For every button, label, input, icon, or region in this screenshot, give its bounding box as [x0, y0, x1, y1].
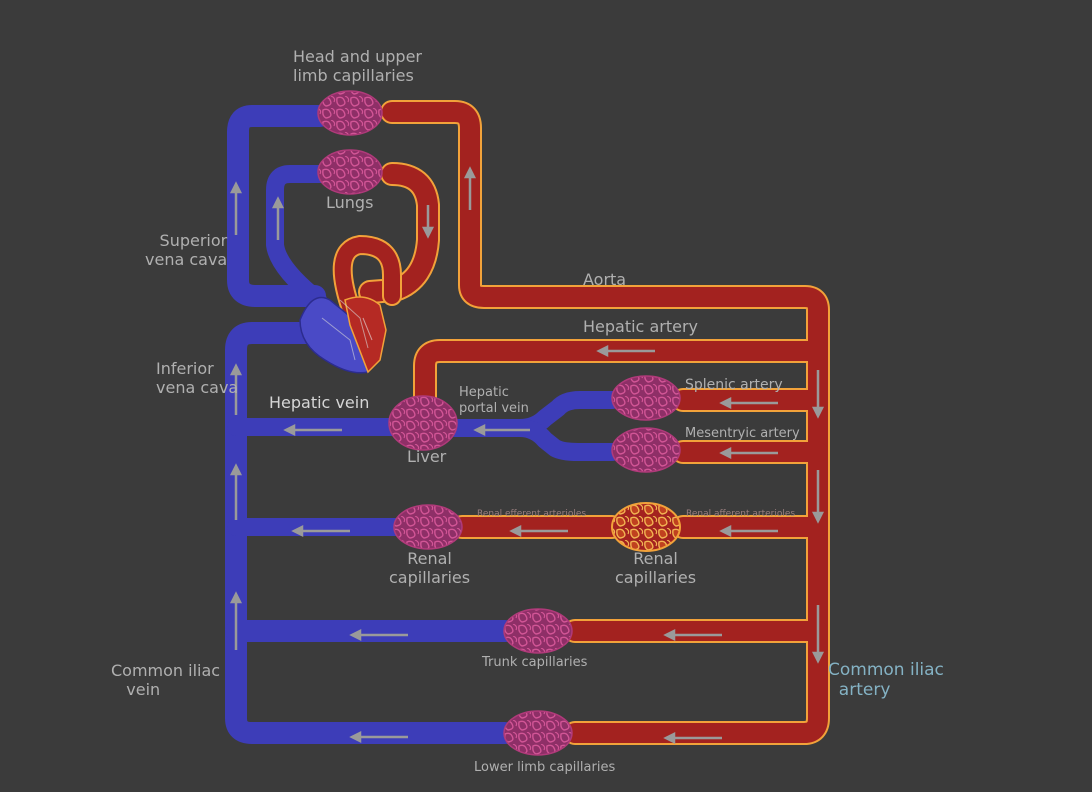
arrow-down-icon: [421, 205, 435, 239]
veins: [225, 105, 621, 744]
label-superior-vena-cava: Superior vena cava: [145, 231, 228, 269]
label-head-upper-limb-capillaries: Head and upper limb capillaries: [293, 47, 422, 85]
arrow-left-icon: [596, 344, 655, 358]
label-lower-limb-capillaries: Lower limb capillaries: [474, 760, 616, 775]
label-hepatic-vein: Hepatic vein: [269, 393, 370, 412]
arrow-down-icon: [811, 605, 825, 664]
renal-capillaries-venous: [393, 504, 463, 550]
renal-capillaries-glomerular: [611, 502, 681, 552]
arrow-up-icon: [229, 463, 243, 520]
arrow-up-icon: [229, 363, 243, 415]
lower-limb-capillaries: [503, 710, 573, 756]
spleen-capillaries: [611, 375, 681, 421]
label-inferior-vena-cava: Inferior vena cava: [156, 359, 239, 397]
arrow-left-icon: [663, 628, 722, 642]
hepatic-portal-vein-branch: [511, 419, 621, 461]
mesentery-capillaries: [611, 427, 681, 473]
arrow-up-icon: [271, 196, 285, 240]
arrow-left-icon: [509, 524, 568, 538]
arrow-left-icon: [349, 628, 408, 642]
arrow-left-icon: [719, 396, 778, 410]
arrow-down-icon: [811, 370, 825, 419]
arrow-left-icon: [719, 524, 778, 538]
label-common-iliac-artery: Common iliac artery: [828, 660, 944, 700]
arrow-left-icon: [473, 423, 530, 437]
arrow-left-icon: [719, 446, 778, 460]
heart-right-side: [299, 296, 369, 374]
flow-arrows: [229, 166, 825, 745]
label-hepatic-portal-vein: Hepatic portal vein: [459, 385, 529, 416]
capillary-beds: [317, 90, 681, 756]
label-renal-afferent-arterioles: Renal afferent arterioles: [686, 509, 796, 519]
superior-vena-cava: [227, 105, 331, 307]
arrow-up-icon: [229, 181, 243, 235]
label-mesentryic-artery: Mesentryic artery: [685, 426, 800, 441]
label-renal-efferent-arterioles: Renal efferent arterioles: [477, 509, 587, 519]
trunk-capillaries: [503, 608, 573, 654]
arrow-left-icon: [283, 423, 342, 437]
liver-capillaries: [388, 395, 458, 451]
arrow-up-icon: [229, 591, 243, 650]
heart-left-side: [344, 296, 387, 374]
label-common-iliac-vein: Common iliac vein: [111, 661, 221, 699]
label-trunk-capillaries: Trunk capillaries: [482, 655, 588, 670]
pulmonary-vein: [266, 165, 329, 309]
label-renal-capillaries-right: Renal capillaries: [615, 549, 697, 587]
arrow-down-icon: [811, 470, 825, 524]
label-renal-capillaries-left: Renal capillaries: [389, 549, 471, 587]
label-hepatic-artery: Hepatic artery: [583, 317, 698, 336]
arrow-left-icon: [291, 524, 350, 538]
arrow-left-icon: [663, 731, 722, 745]
label-lungs: Lungs: [326, 193, 374, 212]
label-liver: Liver: [407, 447, 447, 466]
label-splenic-artery: Splenic artery: [685, 377, 783, 393]
arrow-up-icon: [463, 166, 477, 210]
lung-capillaries: [317, 149, 383, 195]
label-aorta: Aorta: [583, 270, 627, 289]
heart: [299, 234, 402, 374]
arrow-left-icon: [349, 730, 408, 744]
head-capillaries: [317, 90, 383, 136]
